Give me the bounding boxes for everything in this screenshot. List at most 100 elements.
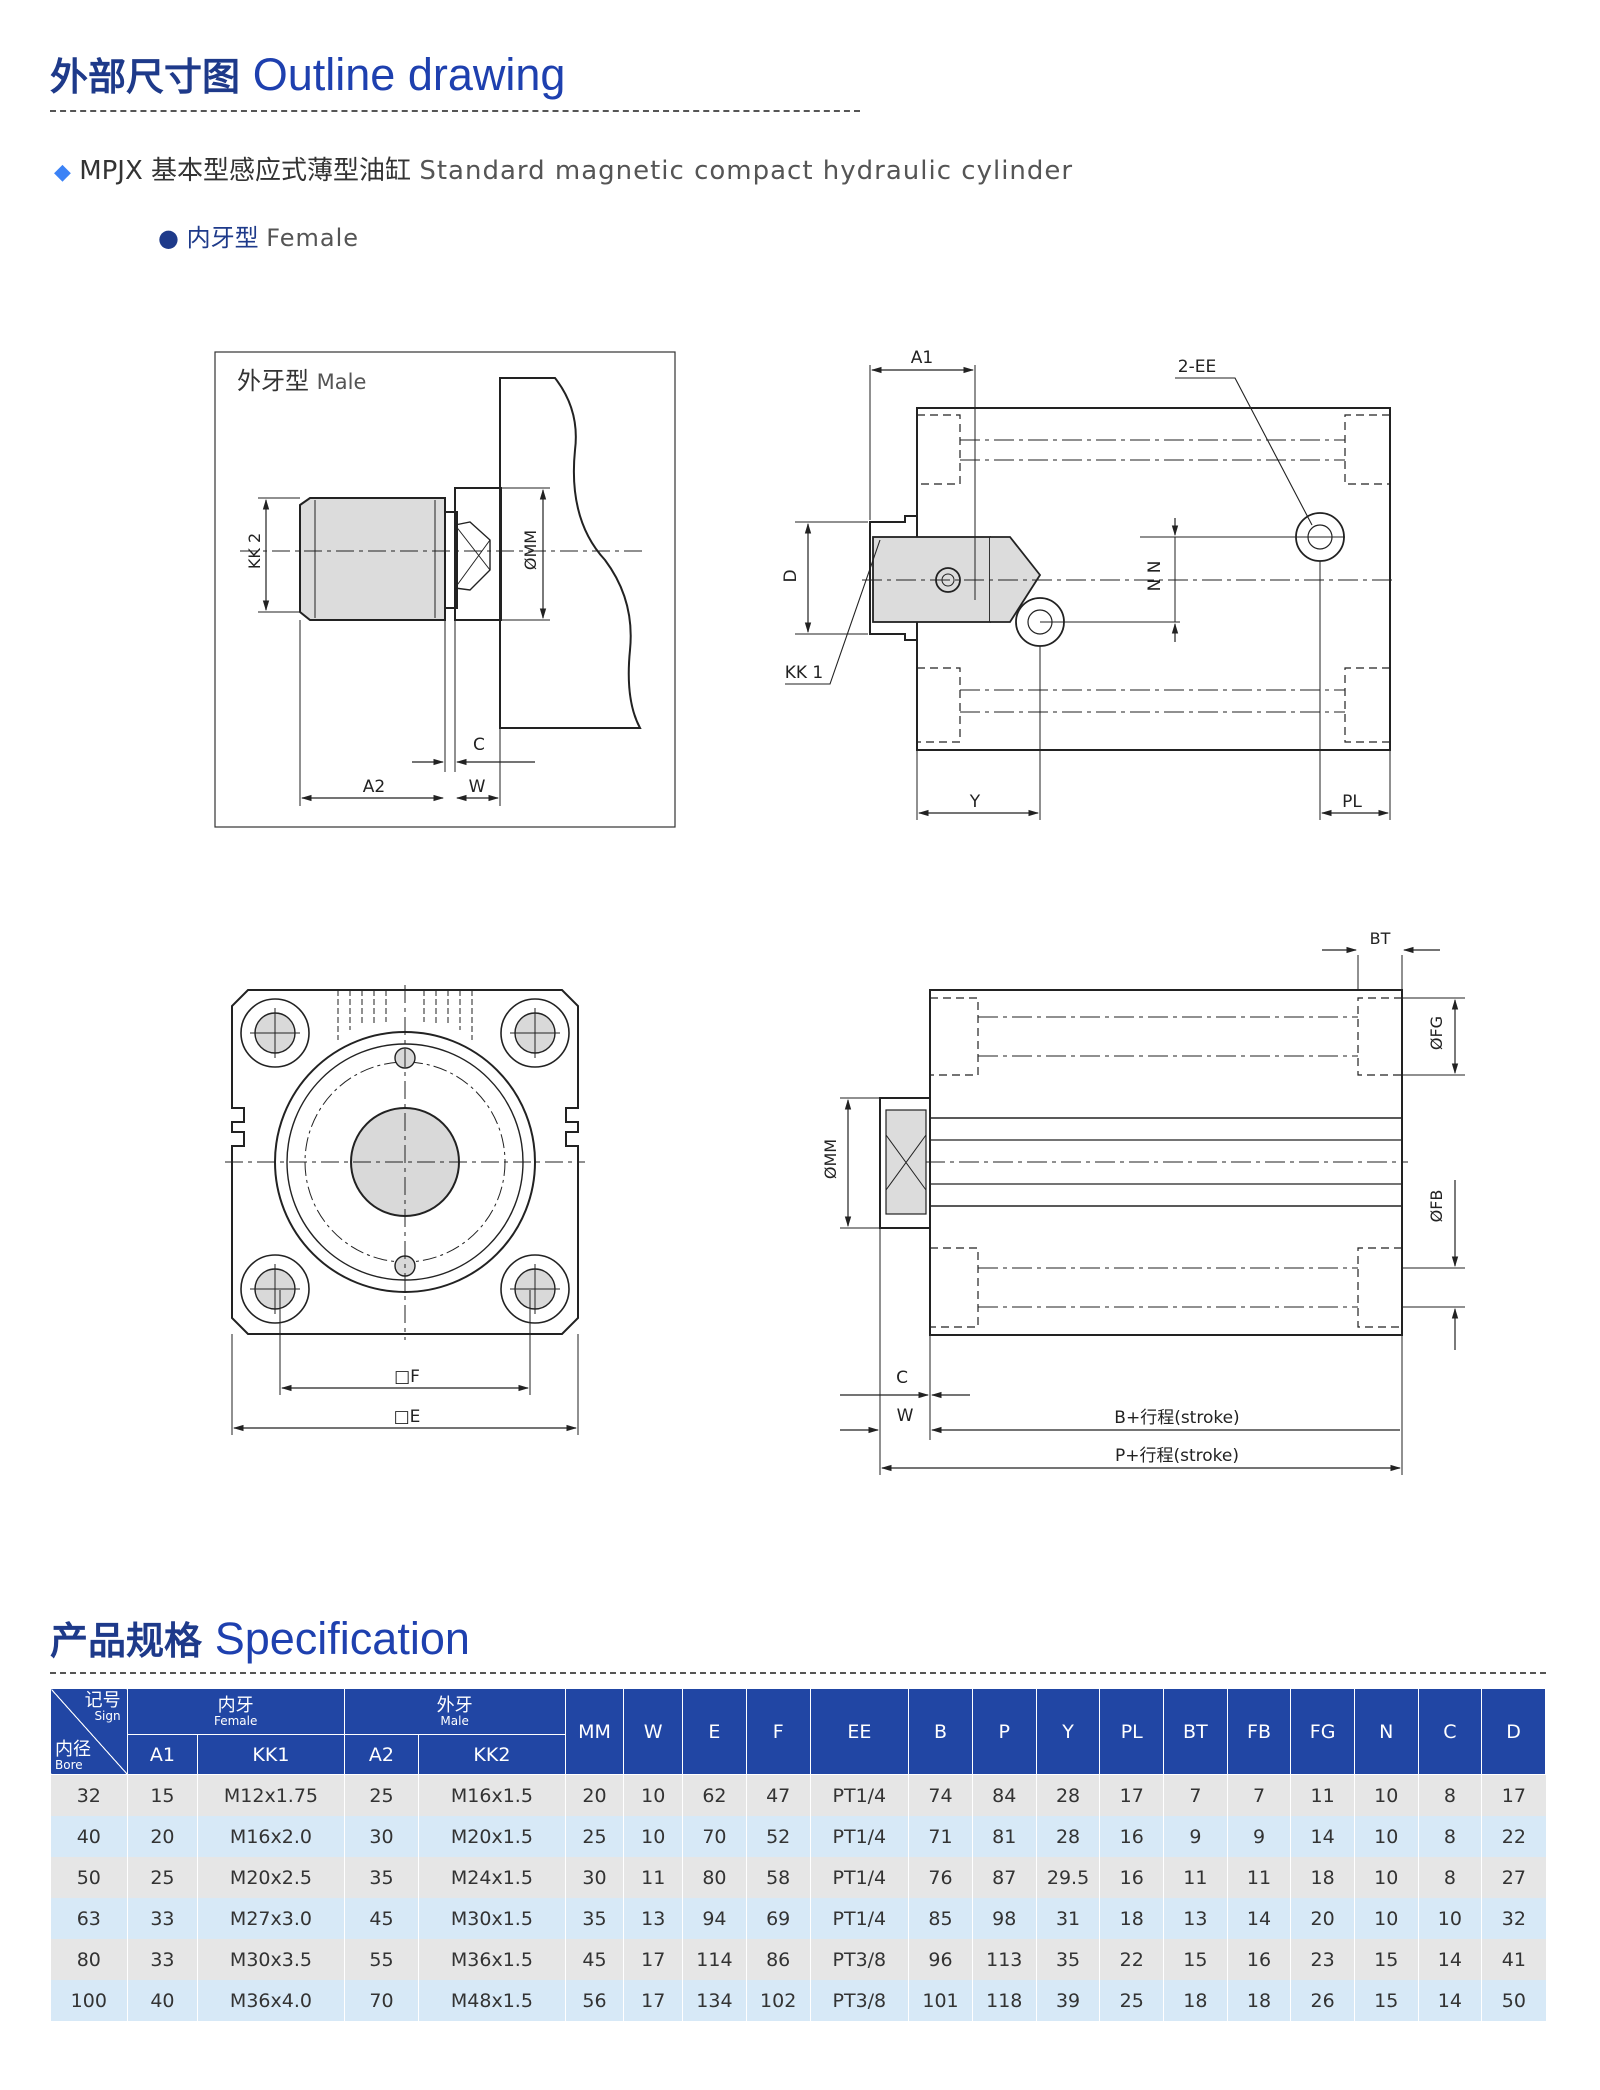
cell-n: 15 [1353,1980,1419,2021]
cell-pl: 25 [1099,1980,1164,2021]
d-label: D [781,569,801,582]
cell-fg: 18 [1290,1857,1355,1898]
cell-f: 86 [745,1939,811,1980]
kk1-label: KK 1 [785,663,824,683]
bore-header: 内径 Bore [55,1741,91,1772]
mm-label-top: ØMM [821,1139,840,1179]
spec-title: 产品规格 Specification [50,1610,470,1665]
col-header-kk1: KK1 [197,1734,345,1775]
cell-pl: 17 [1099,1774,1164,1816]
diamond-bullet-icon: ◆ [54,160,71,185]
cell-b: 71 [908,1816,973,1857]
cell-a1: 33 [126,1898,198,1939]
cell-a2: 30 [343,1816,419,1857]
cell-b: 101 [908,1980,973,2021]
fb-label: ØFB [1427,1190,1446,1223]
cell-fg: 20 [1290,1898,1355,1939]
cell-f: 58 [745,1857,811,1898]
cell-bore: 40 [50,1816,128,1857]
cell-p: 98 [971,1898,1037,1939]
outline-divider [50,110,860,112]
cell-d: 27 [1481,1857,1546,1898]
cell-mm: 30 [564,1857,624,1898]
cell-kk1: M36x4.0 [197,1980,345,2021]
spec-table: 记号 Sign 内径 Bore 内牙 Female 外牙 Male MM W E… [50,1688,1546,2021]
cell-b: 74 [908,1774,973,1816]
col-header-a1: A1 [126,1734,199,1775]
spec-title-cn: 产品规格 [50,1619,203,1663]
c-label-male: C [473,735,485,755]
cell-b: 96 [908,1939,973,1980]
cell-p: 118 [971,1980,1037,2021]
cell-c: 8 [1417,1857,1482,1898]
cell-kk1: M16x2.0 [197,1816,345,1857]
cell-w: 17 [623,1980,683,2021]
cell-p: 113 [971,1939,1037,1980]
fg-label: ØFG [1427,1016,1446,1050]
bt-label: BT [1370,929,1391,948]
cell-e: 80 [682,1857,747,1898]
cell-fb: 9 [1226,1816,1291,1857]
e-label: □E [394,1407,421,1427]
col-header-a2: A2 [343,1734,420,1775]
cell-ee: PT3/8 [809,1980,909,2021]
cell-y: 28 [1035,1774,1100,1816]
cell-fg: 23 [1290,1939,1355,1980]
cell-d: 41 [1481,1939,1546,1980]
cell-w: 17 [623,1939,683,1980]
cell-f: 52 [745,1816,811,1857]
cell-fb: 7 [1226,1774,1291,1816]
cell-mm: 20 [564,1774,624,1816]
cell-e: 62 [682,1774,747,1816]
variant-line: ● 内牙型 Female [158,218,359,253]
cell-a2: 35 [343,1857,419,1898]
cell-ee: PT1/4 [809,1774,909,1816]
outline-title: 外部尺寸图 Outline drawing [50,46,565,101]
cell-p: 81 [971,1816,1037,1857]
y-label: Y [969,792,981,812]
cell-a2: 55 [343,1939,419,1980]
cell-n: 10 [1353,1857,1419,1898]
cell-kk2: M20x1.5 [418,1816,566,1857]
cell-w: 13 [623,1898,683,1939]
col-header-fb: FB [1226,1688,1292,1775]
cell-kk2: M48x1.5 [418,1980,566,2021]
cell-ee: PT3/8 [809,1939,909,1980]
cell-bt: 7 [1163,1774,1228,1816]
male-box-title-cn: 外牙型 [237,367,309,395]
cell-ee: PT1/4 [809,1857,909,1898]
cell-w: 11 [623,1857,683,1898]
cell-fb: 14 [1226,1898,1291,1939]
cell-a2: 25 [343,1774,419,1816]
cell-fb: 18 [1226,1980,1291,2021]
col-header-e: E [682,1688,747,1775]
cell-y: 39 [1035,1980,1100,2021]
col-header-ee: EE [809,1688,910,1775]
cell-bore: 50 [50,1857,128,1898]
cell-mm: 45 [564,1939,624,1980]
product-model: MPJX [79,156,143,186]
cell-bore: 32 [50,1774,128,1816]
outline-title-cn: 外部尺寸图 [50,55,241,99]
col-header-fg: FG [1290,1688,1355,1775]
male-box-title-en: Male [317,370,367,394]
cell-kk2: M30x1.5 [418,1898,566,1939]
nn-label: N N [1145,561,1165,592]
cell-e: 70 [682,1816,747,1857]
col-header-b: B [908,1688,973,1775]
cell-n: 10 [1353,1898,1419,1939]
cell-a1: 15 [126,1774,198,1816]
cell-fb: 11 [1226,1857,1291,1898]
cell-n: 10 [1353,1816,1419,1857]
cell-kk1: M12x1.75 [197,1774,345,1816]
cell-kk1: M27x3.0 [197,1898,345,1939]
col-header-n: N [1353,1688,1419,1775]
sign-header: 记号 Sign [85,1692,121,1723]
cell-f: 47 [745,1774,811,1816]
cell-pl: 16 [1099,1816,1164,1857]
cell-w: 10 [623,1816,683,1857]
